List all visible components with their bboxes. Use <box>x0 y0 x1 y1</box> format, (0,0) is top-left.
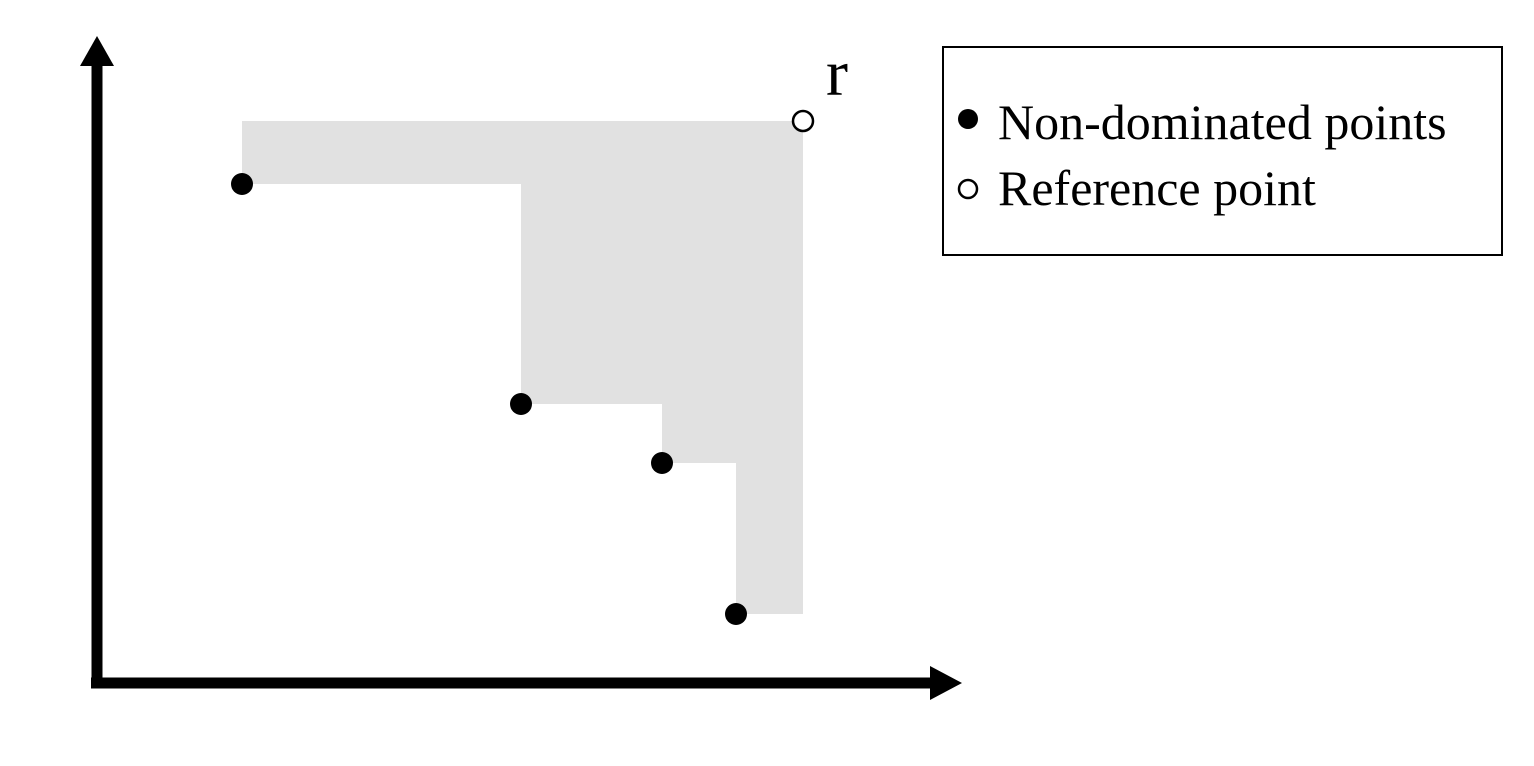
non-dominated-point-1 <box>231 173 253 195</box>
reference-point <box>791 109 815 133</box>
non-dominated-point-4 <box>725 603 747 625</box>
legend-filled-marker-icon <box>958 109 978 129</box>
x-axis-arrowhead <box>930 666 962 700</box>
dominated-region <box>242 121 803 614</box>
legend-box <box>942 46 1503 256</box>
legend: Non-dominated points Reference point <box>942 46 1503 256</box>
non-dominated-point-3 <box>651 452 673 474</box>
legend-label-reference: Reference point <box>998 160 1316 216</box>
y-axis-arrowhead <box>80 36 114 66</box>
reference-point-label: r <box>826 37 848 110</box>
axes <box>80 36 962 700</box>
non-dominated-point-2 <box>510 393 532 415</box>
legend-label-non-dominated: Non-dominated points <box>998 94 1447 150</box>
legend-open-marker-icon <box>957 178 979 200</box>
non-dominated-points <box>231 173 747 625</box>
